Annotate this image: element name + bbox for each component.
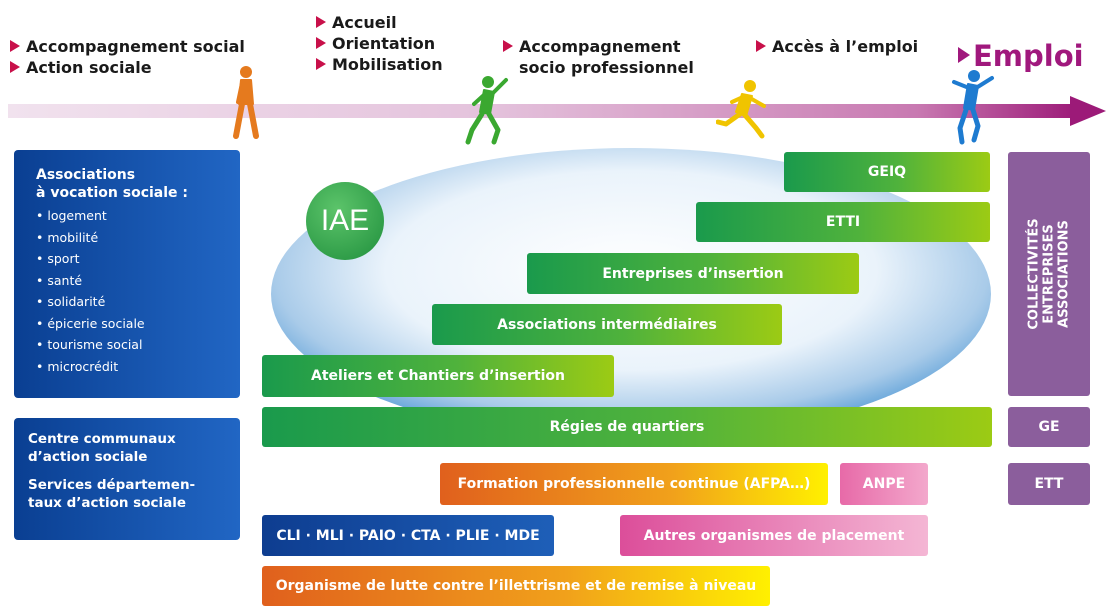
bar-ateliers-chantiers: Ateliers et Chantiers d’insertion: [262, 355, 614, 397]
ccas-line-4: taux d’action sociale: [28, 495, 186, 511]
collectivites-vertical-text: COLLECTIVITÉS ENTREPRISES ASSOCIATIONS: [1027, 218, 1072, 329]
triangle-bullet-icon: [10, 40, 20, 52]
associations-item: tourisme social: [36, 334, 188, 356]
associations-item: solidarité: [36, 291, 188, 313]
bar-ett-label: ETT: [1034, 476, 1064, 492]
associations-item: santé: [36, 270, 188, 292]
bar-geiq: GEIQ: [784, 152, 990, 192]
bar-regies-label: Régies de quartiers: [549, 419, 705, 435]
stage-1: Accompagnement social Action sociale: [10, 36, 245, 78]
bar-entreprises-insertion-label: Entreprises d’insertion: [602, 265, 784, 282]
triangle-bullet-icon: [503, 40, 513, 52]
ccas-line-1: Centre communaux: [28, 431, 176, 447]
triangle-bullet-icon: [10, 61, 20, 73]
triangle-bullet-icon: [316, 37, 326, 49]
iae-label: IAE: [320, 204, 370, 237]
bar-autres-organismes-label: Autres organismes de placement: [643, 527, 905, 544]
bar-cli: CLI · MLI · PAIO · CTA · PLIE · MDE: [262, 515, 554, 556]
iae-badge: IAE: [306, 182, 384, 260]
bar-anpe: ANPE: [840, 463, 928, 505]
triangle-bullet-icon: [756, 40, 766, 52]
bar-formation: Formation professionnelle continue (AFPA…: [440, 463, 828, 505]
stage-2-line-1: Accueil: [316, 12, 443, 33]
associations-label: ASSOCIATIONS: [1056, 220, 1072, 328]
collectivites-label: COLLECTIVITÉS: [1026, 218, 1042, 330]
triangle-bullet-icon: [316, 58, 326, 70]
bar-associations-intermediaires: Associations intermédiaires: [432, 304, 782, 345]
bar-illettrisme: Organisme de lutte contre l’illettrisme …: [262, 566, 770, 606]
walking-person-icon: [233, 66, 259, 139]
bar-illettrisme-label: Organisme de lutte contre l’illettrisme …: [275, 578, 757, 594]
bar-anpe-label: ANPE: [862, 476, 906, 492]
bar-regies: Régies de quartiers: [262, 407, 992, 447]
associations-item: microcrédit: [36, 356, 188, 378]
collectivites-box: COLLECTIVITÉS ENTREPRISES ASSOCIATIONS: [1008, 152, 1090, 396]
ccas-line-3: Services départemen-: [28, 477, 196, 493]
stage-2-line-3: Mobilisation: [316, 54, 443, 75]
bar-geiq-label: GEIQ: [867, 164, 907, 180]
bar-ett: ETT: [1008, 463, 1090, 505]
stage-2: Accueil Orientation Mobilisation: [316, 12, 443, 75]
triangle-bullet-icon: [316, 16, 326, 28]
associations-title-line-2: à vocation sociale :: [36, 185, 189, 201]
triangle-bullet-icon: [958, 47, 970, 63]
associations-item: mobilité: [36, 227, 188, 249]
stage-4-line-1: Accès à l’emploi: [756, 36, 918, 57]
stage-4: Accès à l’emploi: [756, 36, 918, 57]
associations-item: épicerie sociale: [36, 313, 188, 335]
stage-2-line-2: Orientation: [316, 33, 443, 54]
associations-item: sport: [36, 248, 188, 270]
ccas-box: Centre communaux d’action sociale Servic…: [14, 418, 240, 540]
associations-box: Associations à vocation sociale : logeme…: [14, 150, 240, 398]
associations-item: logement: [36, 205, 188, 227]
bar-autres-organismes: Autres organismes de placement: [620, 515, 928, 556]
stage-3-line-1: Accompagnement: [503, 36, 694, 57]
stage-3: Accompagnement socio professionnel: [503, 36, 694, 78]
associations-title-line-1: Associations: [36, 167, 136, 183]
bar-etti: ETTI: [696, 202, 990, 242]
jumping-person-icon: [952, 70, 994, 145]
ccas-line-2: d’action sociale: [28, 449, 148, 465]
bar-ge: GE: [1008, 407, 1090, 447]
bar-cli-label: CLI · MLI · PAIO · CTA · PLIE · MDE: [276, 527, 540, 544]
stage-1-line-1: Accompagnement social: [10, 36, 245, 57]
bar-etti-label: ETTI: [825, 214, 861, 230]
entreprises-label: ENTREPRISES: [1041, 224, 1057, 324]
bar-associations-intermediaires-label: Associations intermédiaires: [497, 316, 717, 333]
bar-ateliers-chantiers-label: Ateliers et Chantiers d’insertion: [311, 368, 565, 384]
emploi-label: Emploi: [958, 40, 1084, 72]
bar-entreprises-insertion: Entreprises d’insertion: [527, 253, 859, 294]
bar-ge-label: GE: [1038, 419, 1060, 435]
bar-formation-label: Formation professionnelle continue (AFPA…: [457, 476, 811, 492]
stage-1-line-2: Action sociale: [10, 57, 245, 78]
running-person-icon: [716, 80, 766, 139]
stage-3-line-2: socio professionnel: [519, 58, 694, 77]
timeline-arrow: [8, 96, 1106, 126]
throwing-person-icon: [465, 76, 508, 145]
